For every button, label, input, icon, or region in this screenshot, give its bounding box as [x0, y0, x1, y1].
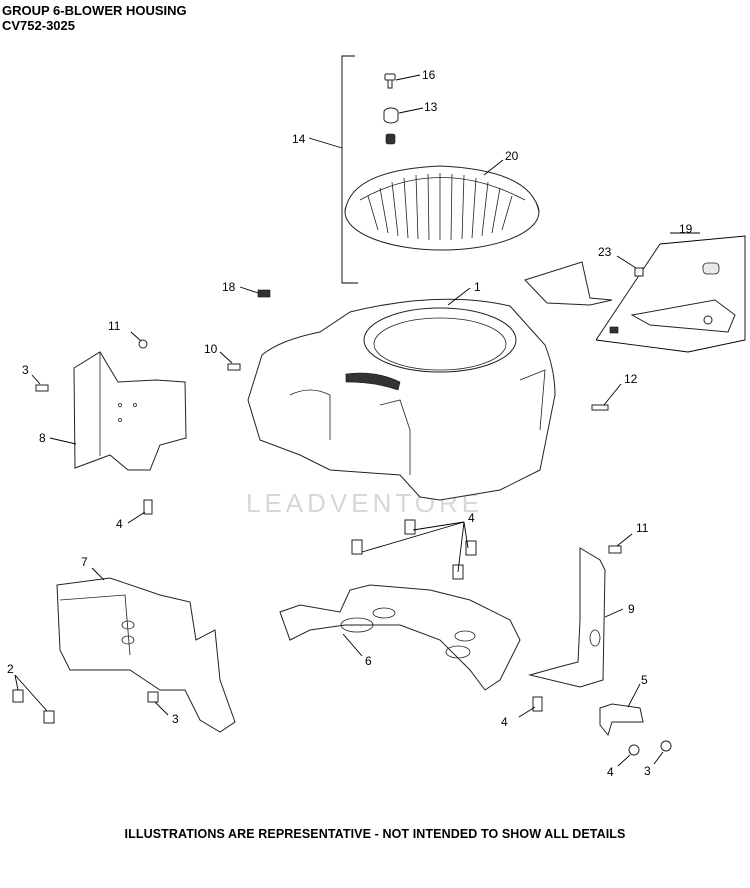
callout-16: 16: [422, 68, 436, 82]
callout-18: 18: [222, 280, 236, 294]
callout-23: 23: [598, 245, 612, 259]
part-8-side-baffle: [49, 351, 187, 471]
callout-12: 12: [624, 372, 638, 386]
callout-4a: 4: [116, 517, 123, 531]
part-4c-screw: [518, 696, 543, 718]
callout-8: 8: [39, 431, 46, 445]
callout-14: 14: [292, 132, 306, 146]
part-7-lower-baffle: [56, 567, 236, 733]
callout-5: 5: [641, 673, 648, 687]
part-3a-screw: [31, 374, 49, 392]
part-9-side-bracket: [528, 547, 624, 688]
part-20-air-intake-screen: [344, 159, 540, 251]
callout-labels: 1 2 3 3 3 4 4 4 4 5 6 7 8 9 10 11 11 12 …: [7, 68, 693, 779]
part-1-blower-housing: [247, 287, 556, 501]
callout-3c: 3: [644, 764, 651, 778]
callout-20: 20: [505, 149, 519, 163]
part-3b-screw: [147, 691, 169, 716]
callout-11a: 11: [108, 319, 121, 333]
callout-2: 2: [7, 662, 14, 676]
model-code: CV752-3025: [2, 18, 75, 33]
callout-6: 6: [365, 654, 372, 668]
callout-11b: 11: [636, 521, 649, 535]
part-6-rear-baffle: [279, 584, 521, 691]
part-13-spacer: [383, 107, 424, 124]
callout-10: 10: [204, 342, 218, 356]
part-12-screw: [591, 383, 622, 411]
part-10-screw: [219, 351, 241, 371]
callout-9: 9: [628, 602, 635, 616]
part-11b-screw: [608, 533, 633, 554]
group-14-bracket: [308, 55, 358, 284]
part-5-small-bracket: [599, 683, 644, 737]
callout-4c: 4: [501, 715, 508, 729]
callout-7: 7: [81, 555, 88, 569]
part-4d-screw: [617, 744, 640, 767]
callout-13: 13: [424, 100, 438, 114]
grommet: [385, 133, 396, 145]
part-19-baffle-set: [524, 232, 746, 353]
callout-3a: 3: [22, 363, 29, 377]
part-4a-screw: [127, 499, 153, 524]
part-18-clip: [239, 286, 271, 298]
part-3c-screw: [653, 740, 672, 765]
diagram-title: GROUP 6-BLOWER HOUSING: [2, 3, 187, 18]
callout-4b: 4: [468, 511, 475, 525]
callout-1: 1: [474, 280, 481, 294]
callout-3b: 3: [172, 712, 179, 726]
part-4b-screws: [351, 519, 477, 580]
callout-19: 19: [679, 222, 693, 236]
disclaimer-footer: ILLUSTRATIONS ARE REPRESENTATIVE - NOT I…: [124, 827, 626, 841]
part-16-screw: [384, 73, 421, 89]
part-11a-screw: [130, 331, 148, 349]
callout-4d: 4: [607, 765, 614, 779]
part-2-screws: [12, 674, 55, 724]
